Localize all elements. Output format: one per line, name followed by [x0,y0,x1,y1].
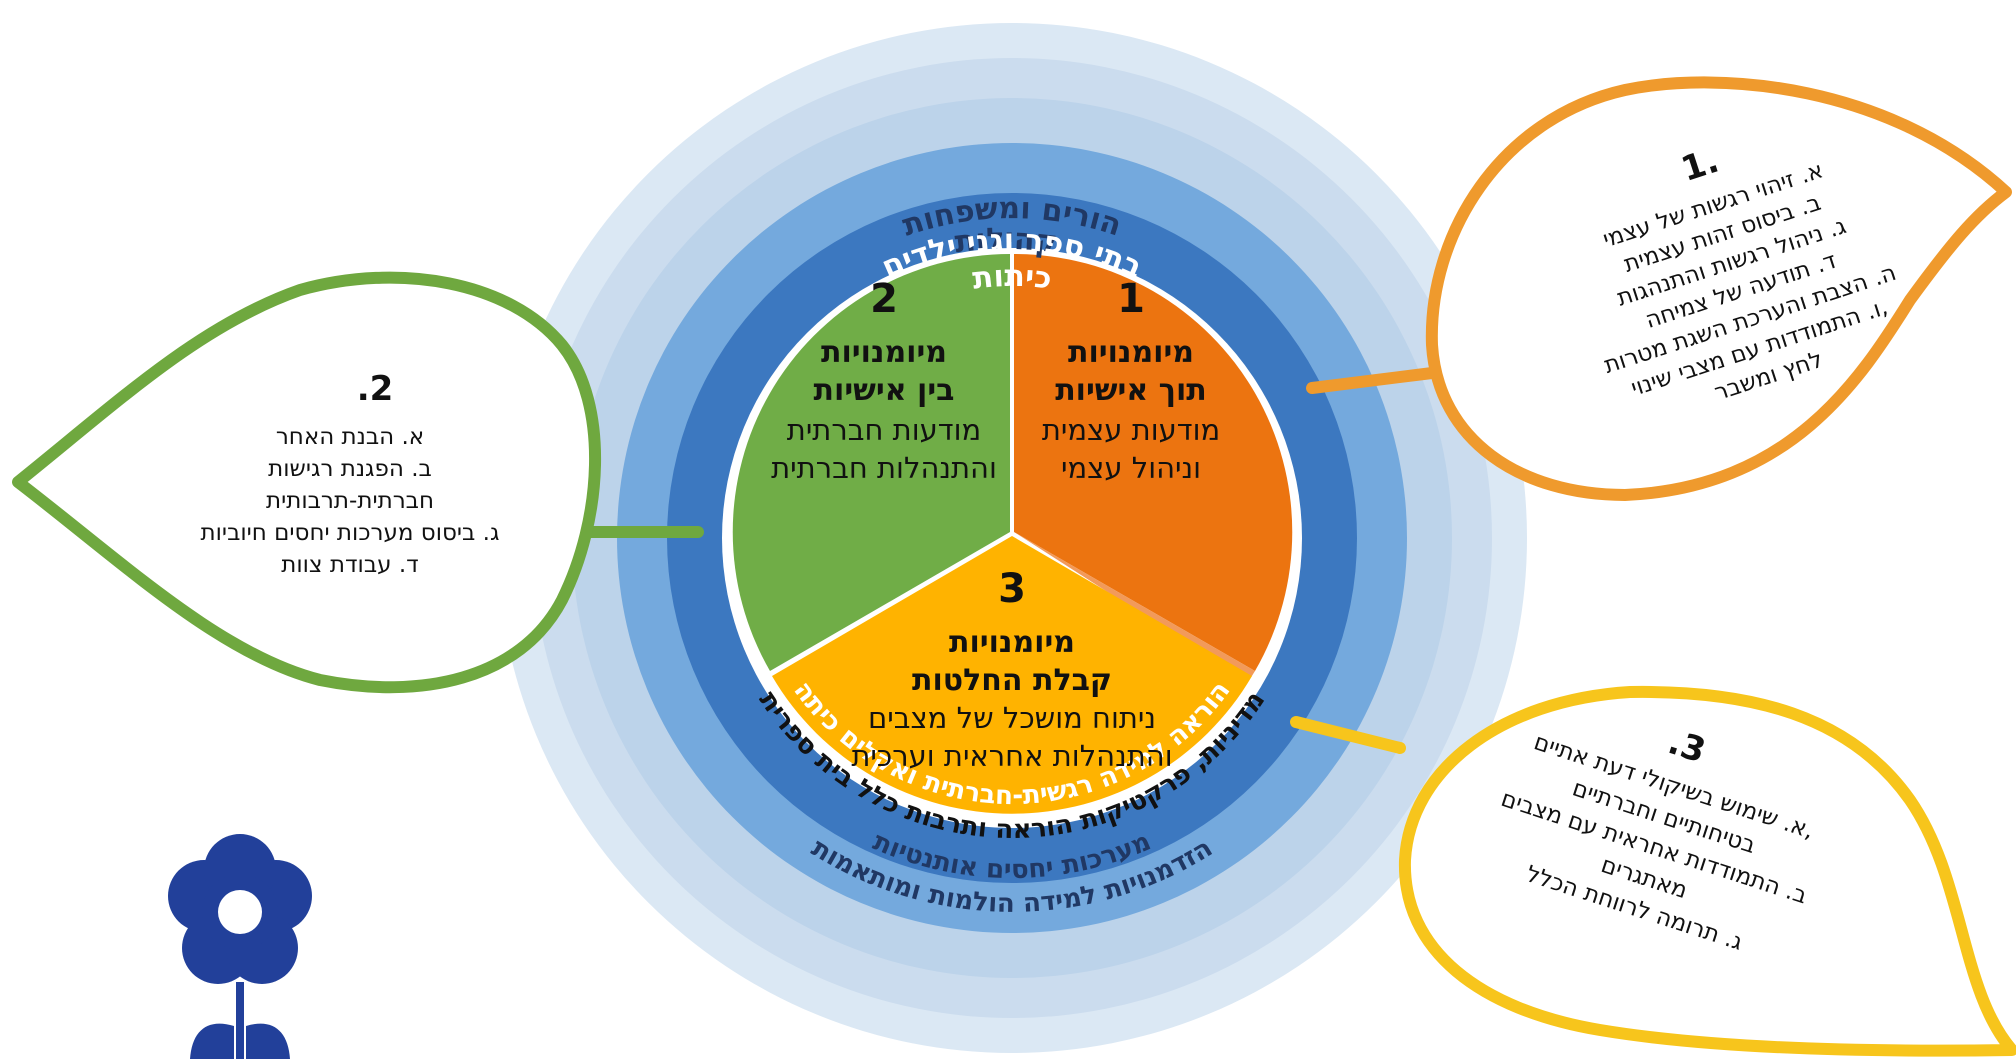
ring-label-communities: קהילות [953,222,1059,260]
leaf-2-item: א. הבנת האחר [276,424,424,450]
sector-2-title-2: בין אישיות [814,373,955,408]
sector-decision [772,536,1252,814]
sector-1-title-1: מיומנויות [1068,335,1194,370]
leaf-1-outline [1425,76,2012,501]
leaf-2-outline [12,271,602,694]
sector-3-sub-2: והתנהלות אחראית וערכית [851,739,1172,773]
leaf-2-item: ב. הפגנת רגישות [268,456,432,482]
sector-3-number: 3 [998,566,1026,612]
sector-2-text: 2 מיומנויות בין אישיות מודעות חברתית והת… [771,276,997,485]
sector-2-sub-2: והתנהלות חברתית [771,451,997,485]
leaf-2-item: ד. עבודת צוות [281,552,418,578]
leaf-3: .3 א. שימוש בשיקולי דעת אתיים, בטיחותיים… [1290,685,2016,1057]
leaf-2: .2 א. הבנת האחר ב. הפגנת רגישות חברתית-ת… [12,271,704,694]
leaf-2-number: .2 [357,369,394,409]
sector-3-text: 3 מיומנויות קבלת החלטות ניתוח מושכל של מ… [851,566,1172,773]
leaf-2-item: חברתית-תרבותית [266,488,434,514]
sector-2-number: 2 [870,276,898,322]
leaf-3-outline [1398,685,2016,1057]
leaf-1: 1. א. זיהוי רגשות של עצמי ב. ביסוס זהות … [1306,76,2012,501]
sector-3-title-2: קבלת החלטות [912,663,1112,698]
leaf-2-text: .2 א. הבנת האחר ב. הפגנת רגישות חברתית-ת… [201,369,500,578]
sector-3-title-1: מיומנויות [949,625,1075,660]
sector-interpersonal [732,254,1010,671]
sector-2-sub-1: מודעות חברתית [787,413,981,447]
competency-pie [732,253,1293,814]
sector-3-sub-1: ניתוח מושכל של מצבים [868,701,1156,735]
sector-intrapersonal [1014,253,1293,672]
leaf-1-text: 1. א. זיהוי רגשות של עצמי ב. ביסוס זהות … [1600,141,1900,407]
leaf-1-stem [1306,366,1446,394]
sector-1-text: 1 מיומנויות תוך אישיות מודעות עצמית וניה… [1042,276,1220,485]
sector-1-sub-1: מודעות עצמית [1042,413,1220,447]
sector-1-sub-2: וניהול עצמי [1061,451,1201,485]
sector-1-number: 1 [1117,276,1145,322]
ring-label-classrooms: כיתות [971,259,1054,297]
flower-icon [168,834,312,1059]
sector-2-title-1: מיומנויות [821,335,947,370]
leaf-2-item: ג. ביסוס מערכות יחסים חיוביות [201,520,500,546]
sector-1-title-2: תוך אישיות [1055,373,1207,408]
leaf-3-stem [1290,716,1406,754]
